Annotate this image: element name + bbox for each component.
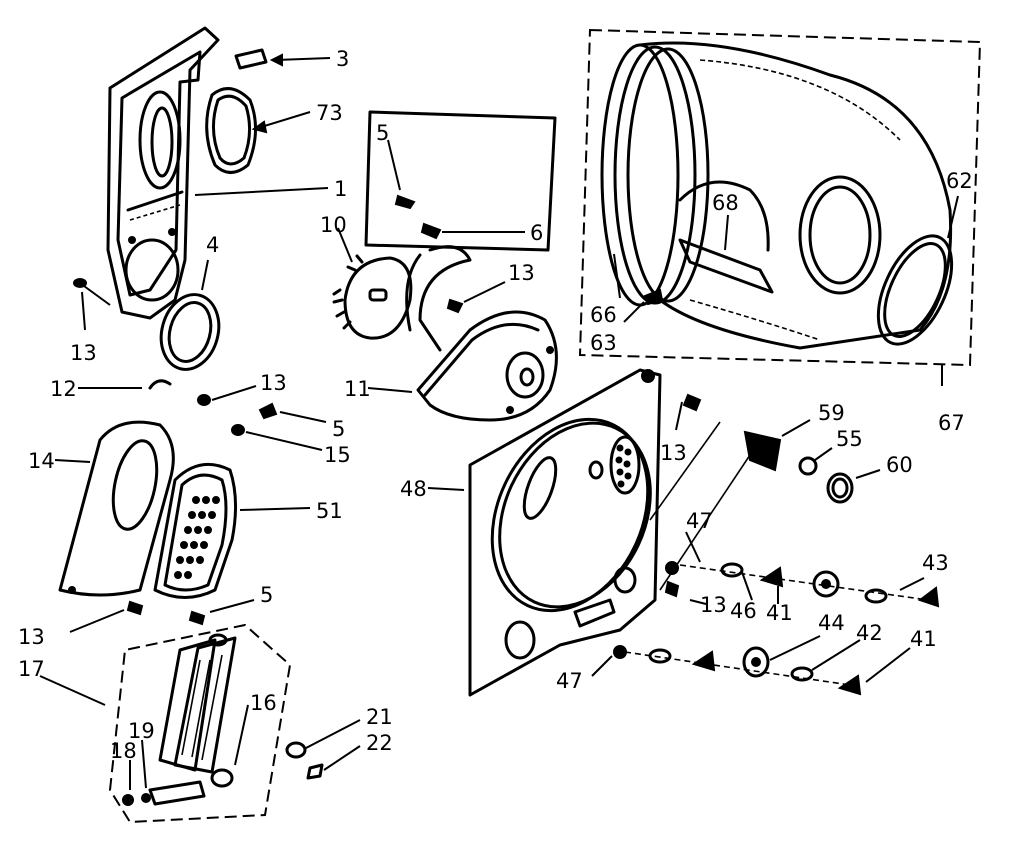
duct-part-14 xyxy=(54,420,175,597)
label-67: 67 xyxy=(938,411,965,435)
label-5-c: 5 xyxy=(260,583,273,607)
label-12: 12 xyxy=(50,377,77,401)
label-55: 55 xyxy=(836,427,863,451)
label-5-a: 5 xyxy=(376,121,389,145)
label-63: 63 xyxy=(590,331,617,355)
small-parts-row xyxy=(591,531,940,696)
label-6: 6 xyxy=(530,221,543,245)
label-51: 51 xyxy=(316,499,343,523)
label-43: 43 xyxy=(922,551,949,575)
label-44: 44 xyxy=(818,611,845,635)
label-47-a: 47 xyxy=(686,509,713,533)
label-66: 66 xyxy=(590,303,617,327)
label-17: 17 xyxy=(18,657,45,681)
belt xyxy=(418,245,472,352)
label-41-b: 41 xyxy=(910,627,937,651)
rear-panel-part-48 xyxy=(427,368,761,697)
bottom-left-screws xyxy=(69,599,255,633)
blower-housing-part-11 xyxy=(367,310,558,422)
lint-filter-part-51 xyxy=(153,462,311,599)
label-10: 10 xyxy=(320,213,347,237)
front-panel-part-1 xyxy=(106,26,220,320)
label-46: 46 xyxy=(730,599,757,623)
label-5-b: 5 xyxy=(332,417,345,441)
label-59: 59 xyxy=(818,401,845,425)
label-15: 15 xyxy=(324,443,351,467)
thermostat-parts-59-55-60 xyxy=(743,419,881,504)
label-13-c: 13 xyxy=(260,371,287,395)
label-48: 48 xyxy=(400,477,427,501)
callout-labels: 3 73 1 4 13 5 6 10 13 11 12 13 5 15 14 5… xyxy=(18,47,973,763)
label-68: 68 xyxy=(712,191,739,215)
label-13-e: 13 xyxy=(660,441,687,465)
label-14: 14 xyxy=(28,449,55,473)
leader-1 xyxy=(194,187,329,196)
gasket-part-73 xyxy=(205,87,311,174)
label-22: 22 xyxy=(366,731,393,755)
screw-13-housing xyxy=(446,281,506,314)
label-21: 21 xyxy=(366,705,393,729)
fastener-row xyxy=(78,379,327,451)
ring-part-4 xyxy=(159,259,221,371)
label-41-a: 41 xyxy=(766,601,793,625)
label-13-d: 13 xyxy=(18,625,45,649)
belt-outer xyxy=(405,253,422,332)
label-13-a: 13 xyxy=(70,341,97,365)
latch-part-3 xyxy=(234,48,331,70)
label-73: 73 xyxy=(316,101,343,125)
label-60: 60 xyxy=(886,453,913,477)
label-62: 62 xyxy=(946,169,973,193)
label-18: 18 xyxy=(110,739,137,763)
label-16: 16 xyxy=(250,691,277,715)
label-13-b: 13 xyxy=(508,261,535,285)
inset-box xyxy=(364,110,557,252)
label-19: 19 xyxy=(128,719,155,743)
parts-21-22 xyxy=(285,719,361,780)
label-1: 1 xyxy=(334,177,347,201)
label-4: 4 xyxy=(206,233,219,257)
element-group-part-17 xyxy=(39,623,292,824)
label-11: 11 xyxy=(344,377,371,401)
screw-13-left xyxy=(73,278,111,331)
label-47-b: 47 xyxy=(556,669,583,693)
label-42: 42 xyxy=(856,621,883,645)
drum-part-67 xyxy=(578,28,982,386)
label-13-f: 13 xyxy=(700,593,727,617)
label-3: 3 xyxy=(336,47,349,71)
blower-wheel-part-10 xyxy=(332,227,413,340)
